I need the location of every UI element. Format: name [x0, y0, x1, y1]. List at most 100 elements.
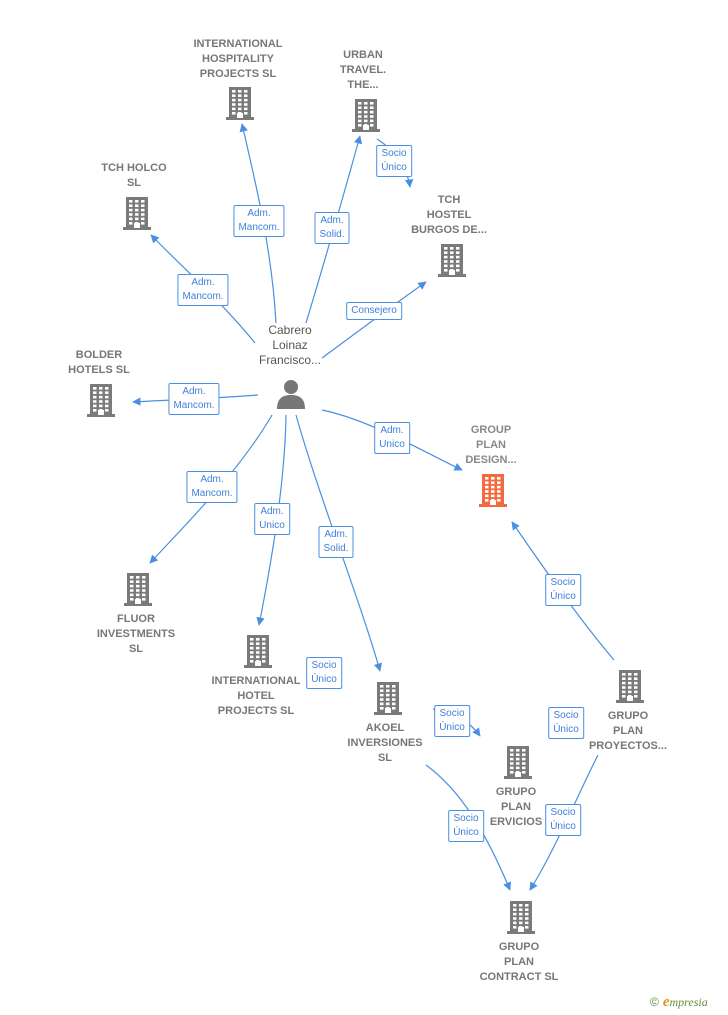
badge-text: Socio [439, 708, 465, 719]
relation-badge-b-ihp[interactable]: Adm. Mancom. [233, 205, 285, 237]
relation-badge-b-ihotel[interactable]: Adm. Unico [254, 503, 290, 535]
company-label-tchholco[interactable]: TCH HOLCO SL [89, 161, 179, 191]
badge-text: Único [439, 722, 465, 733]
company-label-line: FLUOR [117, 613, 155, 625]
company-label-line: TCH [437, 194, 461, 206]
building-icon[interactable] [243, 634, 273, 673]
company-label-line: PLAN [476, 439, 506, 451]
badge-text: Solid. [323, 543, 349, 554]
company-label-line: HOTELS SL [68, 364, 130, 376]
badge-text: Adm. [182, 386, 206, 397]
badge-text: Socio [311, 660, 337, 671]
relation-badge-b-groupplan[interactable]: Adm. Unico [374, 422, 410, 454]
relation-badge-b-tchholco[interactable]: Adm.Mancom. [177, 274, 229, 306]
company-label-line: ERVICIOS [489, 816, 543, 828]
badge-text: Adm. [324, 529, 348, 540]
badge-text: Socio [453, 813, 479, 824]
badge-text: Único [553, 724, 579, 735]
empresia-logo: ©empresia [650, 994, 708, 1010]
badge-text: Adm. [260, 506, 284, 517]
building-icon[interactable] [437, 243, 467, 282]
company-label-line: URBAN [343, 49, 383, 61]
badge-text: Unico [379, 439, 405, 450]
company-label-line: PLAN [504, 956, 534, 968]
relation-badge-b-fluor[interactable]: Adm.Mancom. [186, 471, 238, 503]
badge-text: Adm. [380, 425, 404, 436]
company-label-line: GRUPO [498, 941, 540, 953]
building-icon[interactable] [122, 196, 152, 235]
badge-text: Único [550, 821, 576, 832]
building-icon[interactable] [615, 669, 645, 708]
company-label-line: TCH HOLCO [101, 162, 167, 174]
company-label-urban[interactable]: URBAN TRAVEL. THE... [323, 48, 403, 93]
badge-text: Solid. [319, 229, 345, 240]
badge-text: Adm. [320, 215, 344, 226]
company-label-line: SL [128, 643, 144, 655]
building-icon[interactable] [373, 681, 403, 720]
building-icon[interactable] [225, 86, 255, 125]
person-icon[interactable] [276, 378, 306, 415]
building-icon[interactable] [86, 383, 116, 422]
company-label-servicios[interactable]: GRUPO PLAN ERVICIOS [481, 785, 551, 830]
relation-badge-b-bolder[interactable]: Adm. Mancom. [168, 383, 220, 415]
relation-badge-b-akoel[interactable]: Adm. Solid. [318, 526, 354, 558]
company-label-line: INTERNATIONAL [193, 38, 283, 50]
company-label-line: THE... [347, 79, 379, 91]
company-label-line: SL [377, 752, 393, 764]
building-icon[interactable] [351, 98, 381, 137]
badge-text: Único [381, 162, 407, 173]
company-label-fluor[interactable]: FLUOR INVESTMENTS SL [81, 612, 191, 657]
badge-text: Unico [259, 520, 285, 531]
company-label-line: TRAVEL. [339, 64, 387, 76]
company-label-line: PROYECTOS... [588, 740, 668, 752]
company-label-bolder[interactable]: BOLDER HOTELS SL [54, 348, 144, 378]
company-label-line: GRUPO [607, 710, 649, 722]
company-label-line: PROJECTS SL [217, 705, 295, 717]
badge-text: Socio [550, 577, 576, 588]
company-label-proyectos[interactable]: GRUPO PLAN PROYECTOS... [578, 709, 678, 754]
badge-text: Mancom. [238, 222, 280, 233]
company-label-line: SL [126, 177, 142, 189]
building-icon[interactable] [506, 900, 536, 939]
company-label-line: BOLDER [75, 349, 123, 361]
company-label-line: BURGOS DE... [411, 224, 487, 236]
company-label-line: AKOEL [365, 722, 405, 734]
badge-text: Único [453, 827, 479, 838]
badge-text: Mancom. [182, 291, 224, 302]
badge-text: Adm. [200, 474, 224, 485]
building-icon[interactable] [123, 572, 153, 611]
company-label-line: GRUPO [495, 786, 537, 798]
badge-text: Único [311, 674, 337, 685]
building-icon[interactable] [478, 473, 508, 512]
company-label-line: INVERSIONES [347, 737, 423, 749]
company-label-line: PROJECTS SL [199, 68, 277, 80]
badge-text: Adm. [247, 208, 271, 219]
badge-text: Único [550, 591, 576, 602]
company-label-ihp[interactable]: INTERNATIONAL HOSPITALITY PROJECTS SL [183, 37, 293, 82]
company-label-line: INVESTMENTS [96, 628, 176, 640]
badge-text: Socio [381, 148, 407, 159]
badge-text: Mancom. [173, 400, 215, 411]
company-label-line: DESIGN... [465, 454, 517, 466]
company-label-line: PLAN [613, 725, 643, 737]
relation-badge-b-hostel[interactable]: Consejero [346, 302, 402, 320]
company-label-line: HOSPITALITY [202, 53, 274, 65]
relation-badge-b-urban[interactable]: Adm. Solid. [314, 212, 350, 244]
company-label-akoel[interactable]: AKOEL INVERSIONES SL [335, 721, 435, 766]
building-icon[interactable] [503, 745, 533, 784]
company-label-line: PLAN [501, 801, 531, 813]
badge-text: Consejero [351, 305, 397, 316]
